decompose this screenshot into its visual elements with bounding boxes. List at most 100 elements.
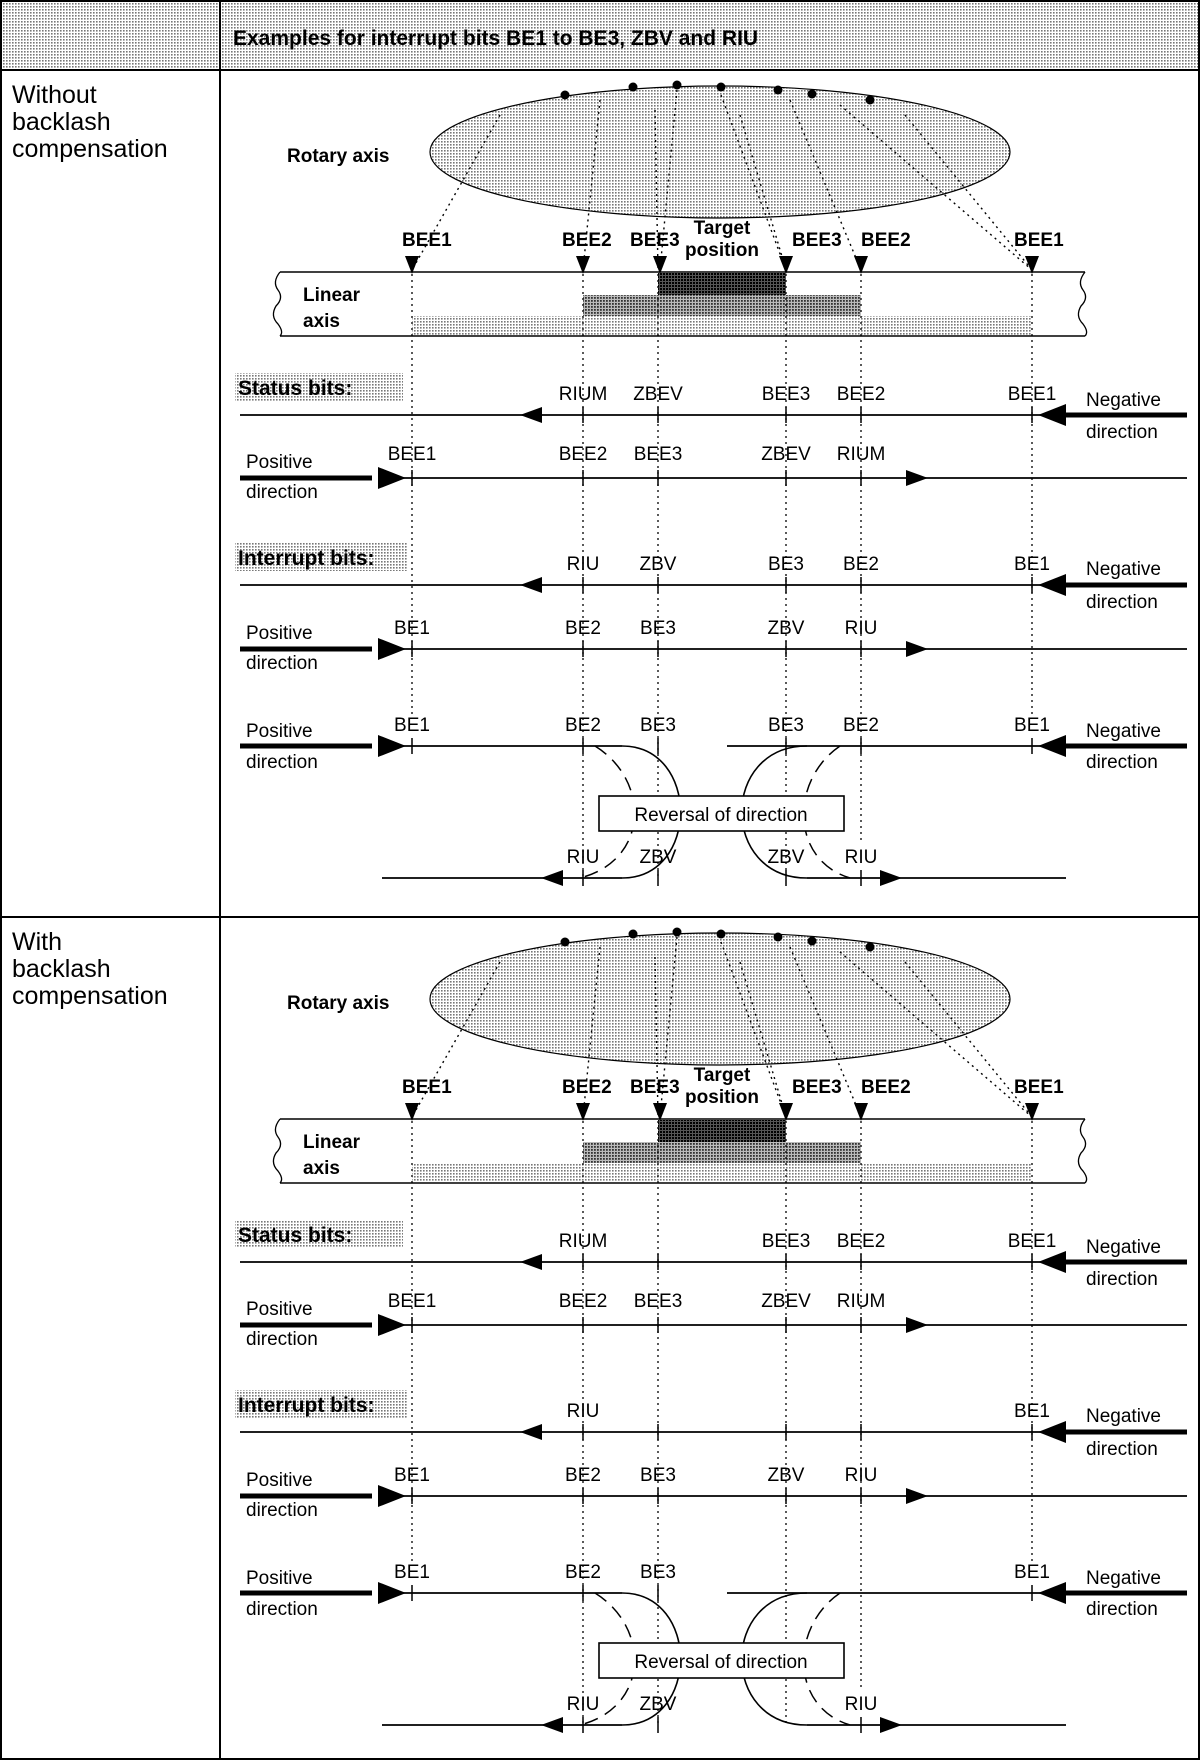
interrupt-positive-label: BE3 xyxy=(640,1465,676,1486)
reversal-curve-dashed xyxy=(802,1592,851,1726)
linear-axis-label: Linear xyxy=(303,285,361,306)
positive-direction-label: Positive xyxy=(246,721,313,742)
projection-arrowhead xyxy=(405,1103,419,1121)
positive-direction-arrowhead xyxy=(378,1485,406,1507)
arrowhead xyxy=(906,641,928,657)
linear-axis-label: axis xyxy=(303,311,340,332)
reversal-top-label: BE2 xyxy=(565,715,601,736)
negative-direction-label: direction xyxy=(1086,1269,1158,1290)
target-position-label: Target xyxy=(694,1065,751,1086)
zone-target xyxy=(658,1120,786,1142)
negative-direction-label: direction xyxy=(1086,752,1158,773)
projection-arrowhead xyxy=(1025,256,1039,274)
projection-arrowhead xyxy=(854,256,868,274)
negative-direction-arrowhead xyxy=(1038,1582,1066,1604)
bee1-right-label: BEE1 xyxy=(1014,1077,1064,1098)
bee3-left-label: BEE3 xyxy=(630,230,680,251)
position-dot xyxy=(865,942,875,952)
status-positive-label: BEE1 xyxy=(388,444,437,465)
arrowhead xyxy=(880,1717,902,1733)
reversal-bottom-label: RIU xyxy=(845,1694,878,1715)
positive-direction-label: direction xyxy=(246,1329,318,1350)
interrupt-negative-label: RIU xyxy=(567,1401,600,1422)
reversal-top-label: BE1 xyxy=(394,715,430,736)
zone-middle xyxy=(583,1142,861,1163)
arrowhead xyxy=(520,1424,542,1440)
positive-direction-label: Positive xyxy=(246,1470,313,1491)
status-positive-label: BEE1 xyxy=(388,1291,437,1312)
reversal-bottom-label: ZBV xyxy=(640,847,677,868)
arrowhead xyxy=(541,870,563,886)
row-label-line: backlash xyxy=(12,108,111,136)
projection-line xyxy=(654,956,659,1118)
zone-outer xyxy=(412,316,1032,335)
positive-direction-label: direction xyxy=(246,1500,318,1521)
position-dot xyxy=(773,85,783,95)
bee2-right-label: BEE2 xyxy=(861,1077,911,1098)
status-positive-label: ZBEV xyxy=(761,444,811,465)
interrupt-title-background xyxy=(235,1390,407,1418)
negative-direction-label: direction xyxy=(1086,422,1158,443)
reversal-bottom-label: ZBV xyxy=(768,847,805,868)
projection-arrowhead xyxy=(779,1103,793,1121)
target-position-label: position xyxy=(685,1087,759,1108)
interrupt-negative-label: BE1 xyxy=(1014,1401,1050,1422)
status-title-background xyxy=(235,373,403,401)
negative-direction-label: Negative xyxy=(1086,1237,1161,1258)
interrupt-positive-label: ZBV xyxy=(768,618,805,639)
reversal-box-label: Reversal of direction xyxy=(634,1652,807,1673)
reversal-box xyxy=(598,795,845,832)
positive-direction-label: Positive xyxy=(246,1299,313,1320)
status-negative-label: RIUM xyxy=(559,1231,608,1252)
projection-line xyxy=(659,936,678,1118)
negative-direction-label: direction xyxy=(1086,1599,1158,1620)
status-negative-label: BEE3 xyxy=(762,1231,811,1252)
negative-direction-label: direction xyxy=(1086,592,1158,613)
reversal-bottom-label: RIU xyxy=(845,847,878,868)
projection-line xyxy=(789,946,862,1118)
bee2-right-label: BEE2 xyxy=(861,230,911,251)
position-dot xyxy=(560,90,570,100)
negative-direction-arrowhead xyxy=(1038,735,1066,757)
positive-direction-label: direction xyxy=(246,752,318,773)
target-position-label: position xyxy=(685,240,759,261)
projection-line xyxy=(720,941,787,1118)
positive-direction-label: direction xyxy=(246,653,318,674)
linear-axis-break xyxy=(1077,271,1088,337)
interrupt-positive-label: BE3 xyxy=(640,618,676,639)
reversal-top-label: BE3 xyxy=(640,715,676,736)
target-position-label: Target xyxy=(694,218,751,239)
projection-arrowhead xyxy=(1025,1103,1039,1121)
status-positive-label: ZBEV xyxy=(761,1291,811,1312)
projection-arrowhead xyxy=(576,1103,590,1121)
negative-direction-label: Negative xyxy=(1086,559,1161,580)
interrupt-positive-label: BE2 xyxy=(565,618,601,639)
position-dot xyxy=(865,95,875,105)
zone-middle xyxy=(583,295,861,316)
negative-direction-label: Negative xyxy=(1086,1568,1161,1589)
bee1-left-label: BEE1 xyxy=(402,1077,452,1098)
arrowhead xyxy=(520,1254,542,1270)
interrupt-positive-label: BE1 xyxy=(394,1465,430,1486)
reversal-box xyxy=(598,1642,845,1679)
row-label-line: backlash xyxy=(12,955,111,983)
status-positive-label: RIUM xyxy=(837,1291,886,1312)
status-negative-label: RIUM xyxy=(559,384,608,405)
position-dot xyxy=(716,82,726,92)
position-dot xyxy=(773,932,783,942)
interrupt-negative-label: BE2 xyxy=(843,554,879,575)
negative-direction-label: Negative xyxy=(1086,390,1161,411)
status-negative-label: BEE2 xyxy=(837,1231,886,1252)
bee1-left-label: BEE1 xyxy=(402,230,452,251)
reversal-top-label: BE3 xyxy=(640,1562,676,1583)
status-positive-label: BEE2 xyxy=(559,444,608,465)
interrupt-title-background xyxy=(235,543,407,571)
interrupt-negative-label: ZBV xyxy=(640,554,677,575)
status-positive-label: BEE3 xyxy=(634,444,683,465)
status-negative-label: BEE1 xyxy=(1008,384,1057,405)
negative-direction-label: direction xyxy=(1086,1439,1158,1460)
interrupt-bits-title: Interrupt bits: xyxy=(238,547,375,570)
arrowhead xyxy=(520,407,542,423)
linear-axis-label: axis xyxy=(303,1158,340,1179)
